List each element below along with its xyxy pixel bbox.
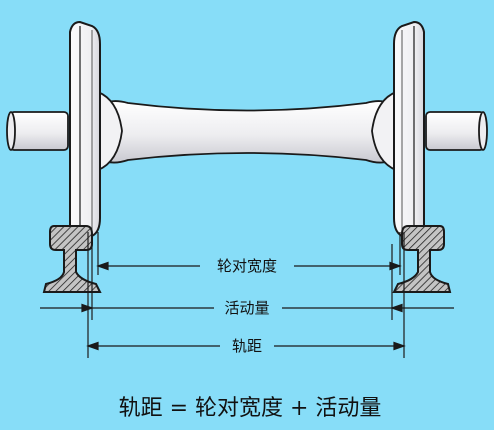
right-hub [371,90,397,172]
dimension-wheel-width [96,261,402,271]
right-wheel [393,20,425,242]
label-wheel-width: 轮对宽度 [217,257,277,275]
formula-caption: 轨距 = 轮对宽度 + 活动量 [119,396,382,421]
axle [99,100,395,164]
left-wheel [69,20,101,242]
left-hub [97,90,123,172]
right-rail [392,225,452,293]
label-play: 活动量 [224,299,269,317]
extension-lines [87,232,405,358]
left-journal [6,111,69,151]
dimension-play [40,303,454,313]
label-track-gauge: 轨距 [232,337,262,355]
right-journal [425,111,488,151]
dimension-track-gauge [86,341,406,351]
left-rail [42,225,102,293]
